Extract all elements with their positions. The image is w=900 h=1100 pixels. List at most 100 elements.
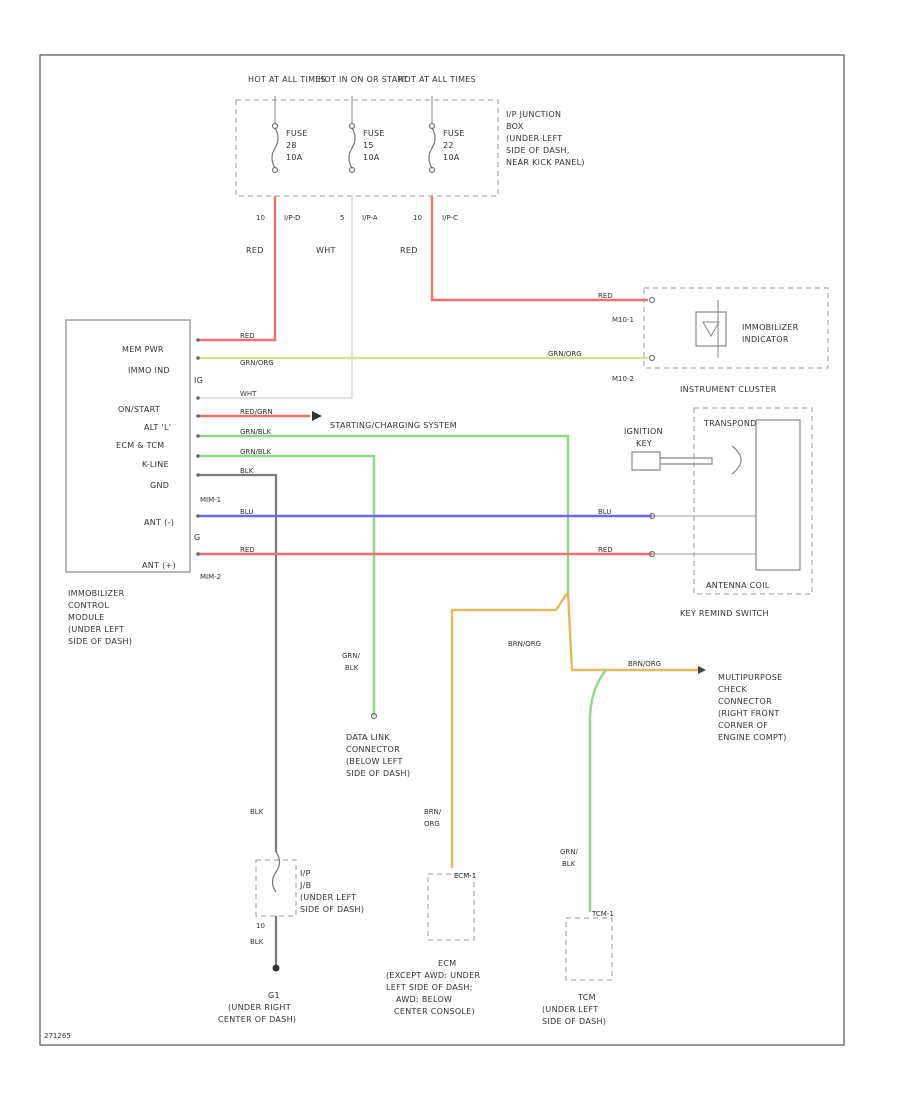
label-tcm-lower: BLK: [562, 860, 576, 868]
label-dlc-lower: BLK: [345, 664, 359, 672]
label-ecm-upper: BRN/: [424, 808, 442, 816]
ground-point-icon: [272, 964, 280, 972]
ground-junction-line-3: (UNDER LEFT: [300, 893, 356, 902]
immobilizer-indicator: IMMOBILIZER INDICATOR M10-1 M10-2 INSTRU…: [612, 287, 829, 394]
ground-junction-line-1: I/P: [300, 869, 311, 878]
tcm-label-2: (UNDER LEFT: [542, 1005, 598, 1014]
connector-mim-1: MIM-1: [200, 496, 221, 504]
pin-mem-pwr: MEM PWR: [122, 345, 164, 354]
pin-gnd: GND: [150, 481, 169, 490]
module-caption-3: MODULE: [68, 613, 105, 622]
tcm-label-1: TCM: [577, 993, 596, 1002]
wire-ecm-tcm-dlc: [198, 454, 376, 716]
key-switch-outline: [693, 407, 813, 595]
label-check-connector: BRN/ORG: [628, 660, 661, 668]
label-ant-minus-right: BLU: [598, 508, 611, 516]
fuse-2-connector: I/P-A: [362, 214, 378, 222]
junction-box-line-5: NEAR KICK PANEL): [506, 158, 585, 167]
fuse-2-name: FUSE: [363, 129, 385, 138]
wire-mem-pwr: [198, 196, 277, 342]
ecm-label-5: CENTER CONSOLE): [394, 1007, 475, 1016]
pin-ecm-tcm: ECM & TCM: [116, 441, 164, 450]
pin-ant-plus: ANT (+): [142, 561, 176, 570]
ground-junction-outline: [255, 859, 297, 917]
connector-mim-2: MIM-2: [200, 573, 221, 581]
indicator-connector-2: M10-2: [612, 375, 634, 383]
module-caption-5: SIDE OF DASH): [68, 637, 132, 646]
ignition-key-label-2: KEY: [636, 439, 652, 448]
tcm-label-3: SIDE OF DASH): [542, 1017, 606, 1026]
pin-on-start: ON/START: [118, 405, 160, 414]
wire-tcm: [588, 669, 607, 912]
wire-ecm-signal: [450, 591, 569, 868]
ground-junction-pin: 10: [256, 922, 265, 930]
ecm-pin: ECM-1: [454, 872, 476, 880]
label-k-line: BLK: [240, 467, 254, 475]
tcm: TCM-1 TCM (UNDER LEFT SIDE OF DASH): [542, 910, 614, 1026]
label-ecm-tcm: GRN/BLK: [240, 448, 272, 456]
arrow-starting-system: [312, 411, 322, 421]
check-label-1: MULTIPURPOSE: [718, 673, 782, 682]
data-link-connector: DATA LINK CONNECTOR (BELOW LEFT SIDE OF …: [346, 712, 410, 778]
ground-label-3: CENTER OF DASH): [218, 1015, 296, 1024]
wire-alt-l: [198, 434, 570, 592]
junction-box: HOT AT ALL TIMES HOT IN ON OR START HOT …: [235, 75, 585, 197]
fuse-3-name: FUSE: [443, 129, 465, 138]
label-tcm-upper: GRN/: [560, 848, 579, 856]
fuse-3-number: 22: [443, 141, 454, 150]
ecm: ECM-1 ECM (EXCEPT AWD: UNDER LEFT SIDE O…: [386, 872, 480, 1016]
ground-label-1: G1: [268, 991, 280, 1000]
ground-g1: G1 (UNDER RIGHT CENTER OF DASH): [218, 991, 296, 1024]
footer-code: 271265: [44, 1032, 71, 1040]
wire-indicator-power: [430, 196, 648, 302]
label-ig: WHT: [240, 390, 257, 398]
antenna-coil-box: [755, 419, 801, 571]
label-indicator-red: RED: [598, 292, 613, 300]
indicator-diode-icon: [702, 321, 720, 338]
indicator-connector-1: M10-1: [612, 316, 634, 324]
label-ant-plus-right: RED: [598, 546, 613, 554]
immobilizer-module-box: [65, 319, 191, 573]
ecm-label-1: ECM: [438, 959, 456, 968]
junction-box-outline: [235, 99, 499, 197]
ignition-key-icon: [631, 451, 713, 471]
fuse-1-amperage: 10A: [286, 153, 303, 162]
source-label-2: HOT IN ON OR START: [318, 75, 408, 84]
fuse-1-connector: I/P-D: [284, 214, 300, 222]
fuse-3: FUSE 22 10A 10 I/P-C RED: [400, 96, 465, 255]
wires: [198, 196, 760, 912]
key-remind-switch: TRANSPONDER IGNITION KEY ANTENNA COIL KE…: [624, 407, 813, 618]
label-on-start: RED/GRN: [240, 408, 273, 416]
module-pin-dots: [196, 338, 200, 556]
ignition-key-label-1: IGNITION: [624, 427, 663, 436]
ecm-label-4: AWD: BELOW: [396, 995, 452, 1004]
dlc-label-1: DATA LINK: [346, 733, 390, 742]
antenna-coil-label: ANTENNA COIL: [706, 581, 770, 590]
fuse-3-amperage: 10A: [443, 153, 460, 162]
junction-box-line-2: BOX: [506, 122, 524, 131]
check-label-4: (RIGHT FRONT: [718, 709, 780, 718]
junction-box-line-4: SIDE OF DASH,: [506, 146, 570, 155]
pin-k-line: K-LINE: [142, 460, 169, 469]
transponder-chip-icon: [731, 445, 742, 475]
fuse-1-number: 28: [286, 141, 297, 150]
label-dlc-upper: GRN/: [342, 652, 361, 660]
dlc-pin-icon: [370, 712, 378, 720]
fuse-3-element: [428, 127, 436, 169]
wire-labels: RED GRN/ORG WHT RED/GRN GRN/BLK GRN/BLK …: [240, 292, 661, 946]
check-label-6: ENGINE COMPT): [718, 733, 787, 742]
fuse-1-pin: 10: [256, 214, 265, 222]
check-label-2: CHECK: [718, 685, 747, 694]
transponder-label: TRANSPONDER: [703, 419, 768, 428]
multipurpose-check-connector: MULTIPURPOSE CHECK CONNECTOR (RIGHT FRON…: [698, 666, 787, 742]
key-switch-label: KEY REMIND SWITCH: [680, 609, 769, 618]
check-label-5: CORNER OF: [718, 721, 768, 730]
indicator-caption-1: IMMOBILIZER: [742, 323, 799, 332]
pin-immo-ind: IMMO IND: [128, 366, 170, 375]
module-caption-4: (UNDER LEFT: [68, 625, 124, 634]
dlc-label-3: (BELOW LEFT: [346, 757, 403, 766]
label-indicator-grn: GRN/ORG: [548, 350, 582, 358]
fuse-1-name: FUSE: [286, 129, 308, 138]
junction-box-line-3: (UNDER LEFT: [506, 134, 562, 143]
dlc-label-4: SIDE OF DASH): [346, 769, 410, 778]
